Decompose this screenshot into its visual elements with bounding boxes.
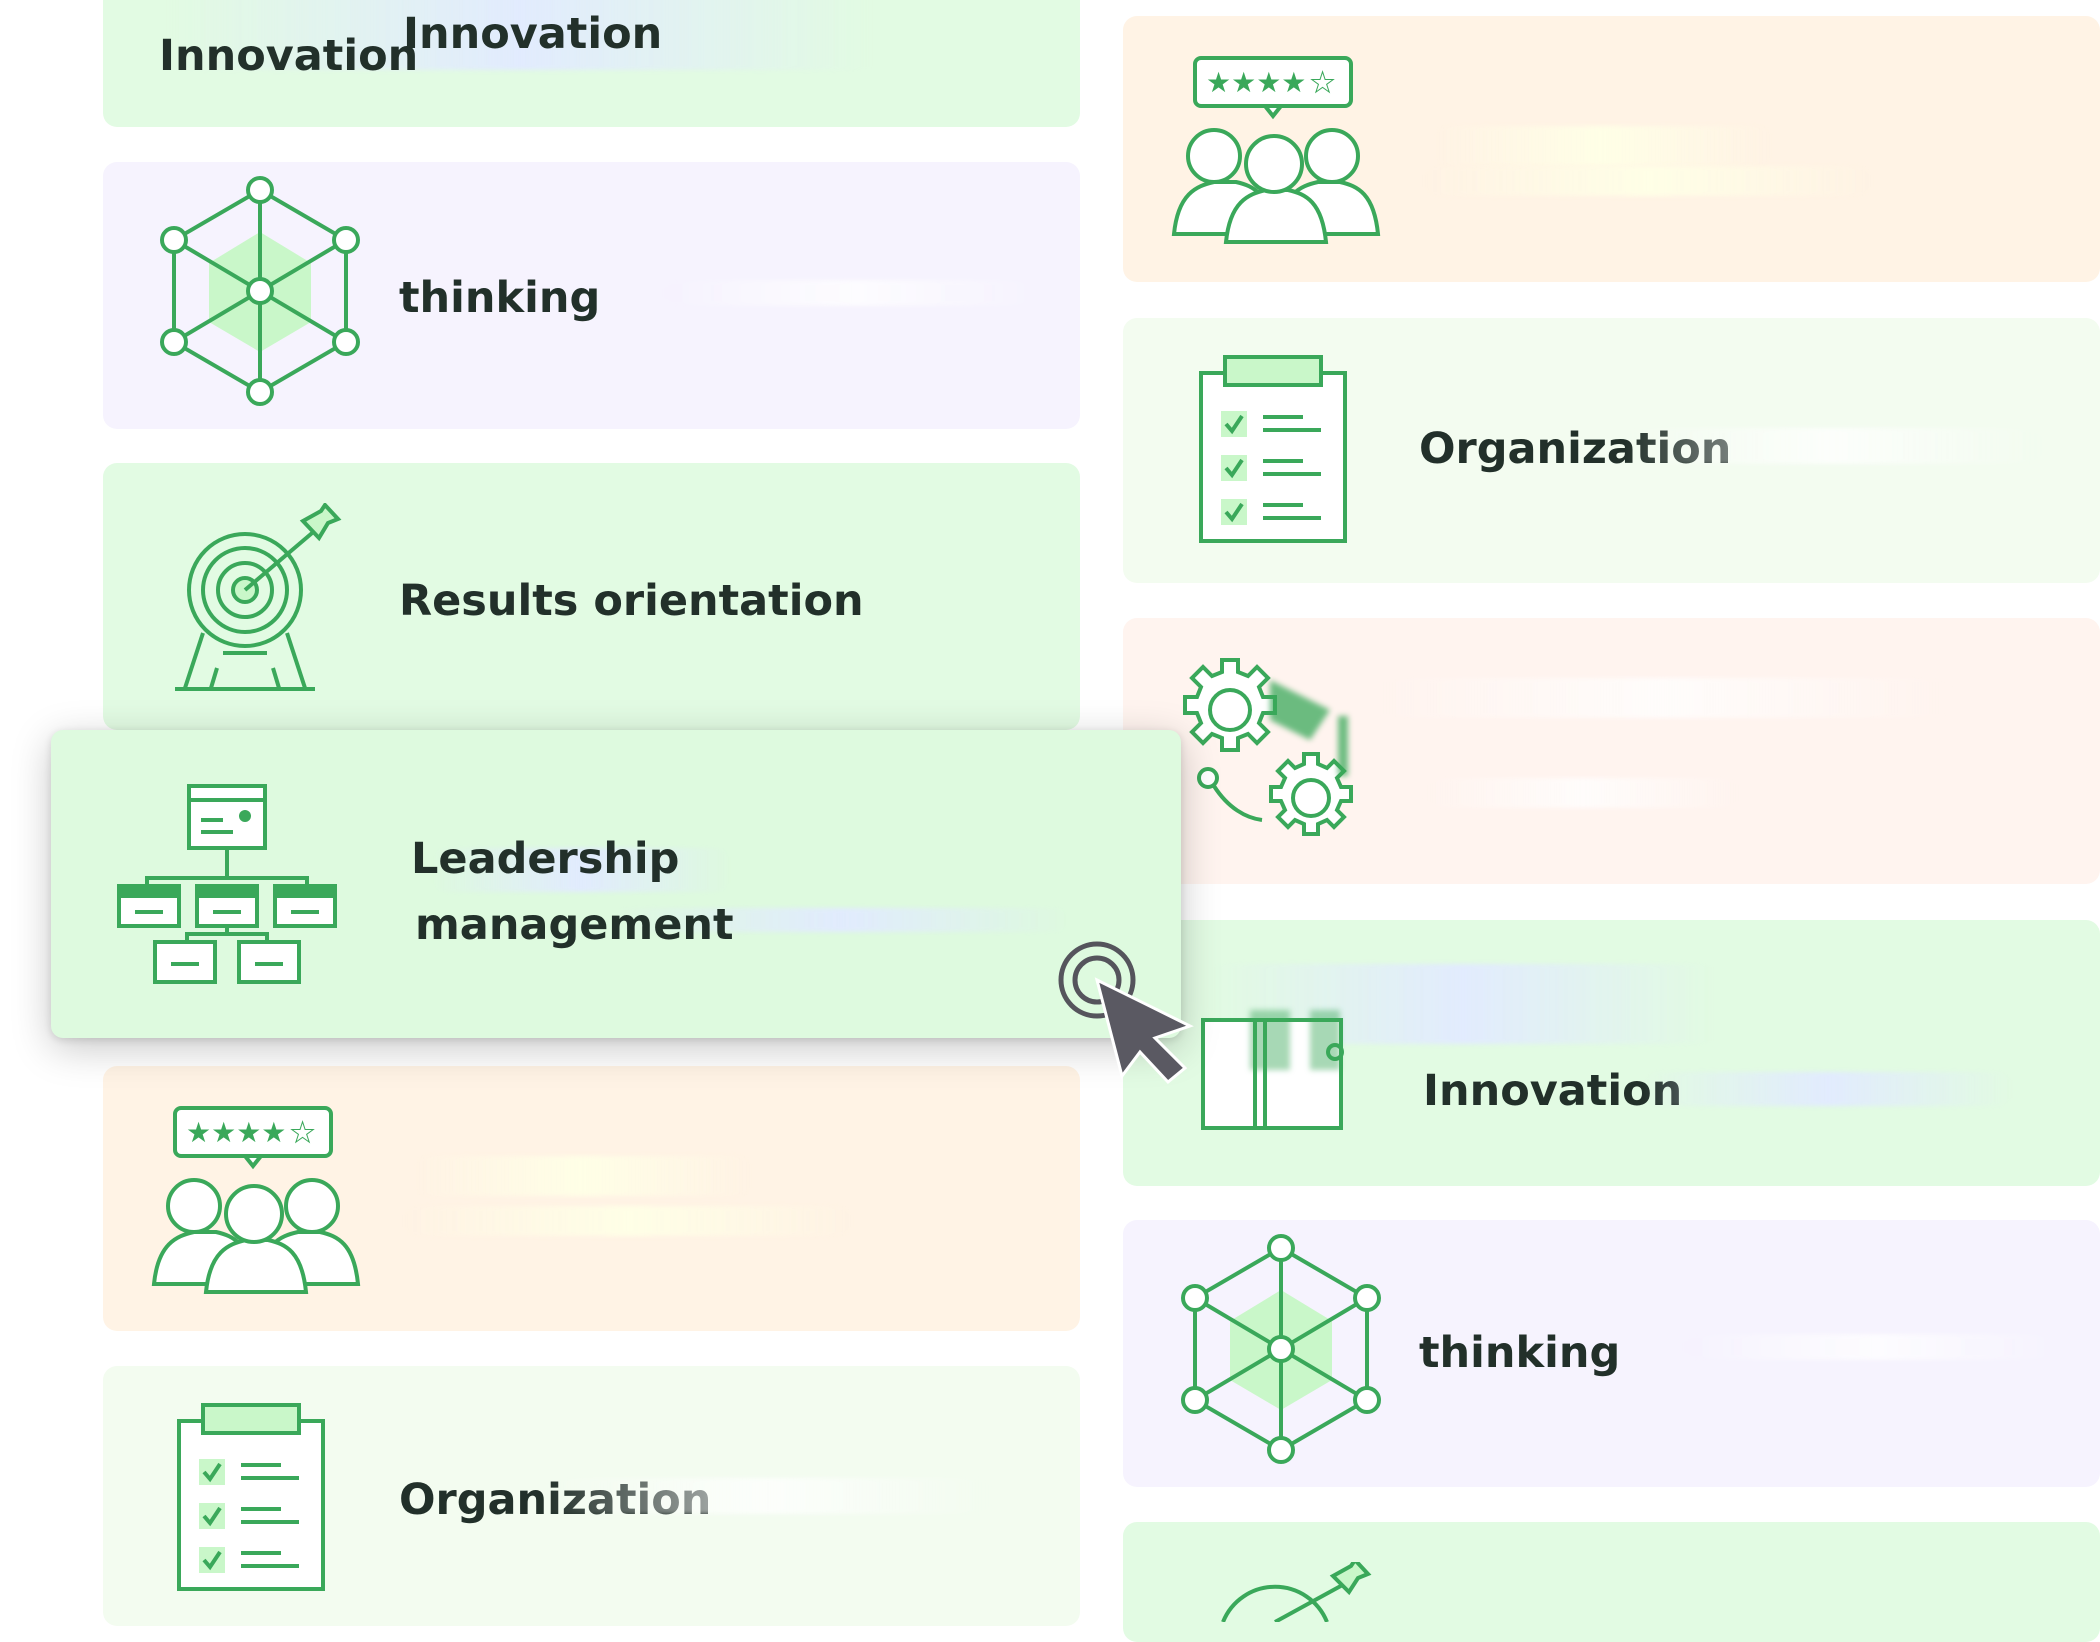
card-organization-left[interactable]: Organization (103, 1366, 1080, 1626)
loading-placeholder (413, 1156, 753, 1196)
card-label-line2: management (415, 900, 734, 950)
card-innovation-left[interactable]: Innovation Innovation (103, 0, 1080, 127)
card-label: thinking (1419, 1328, 1621, 1378)
card-results-orientation-left[interactable]: Results orientation (103, 463, 1080, 730)
org-chart-icon (117, 784, 337, 984)
loading-placeholder (1683, 1334, 2063, 1360)
card-label-line1: Leadership (411, 834, 680, 884)
card-process-right[interactable] (1123, 618, 2100, 884)
book-icon (1201, 1018, 1344, 1130)
loading-placeholder (431, 848, 731, 892)
checklist-clipboard-icon (177, 1403, 325, 1591)
loading-placeholder (167, 0, 872, 70)
card-thinking-right[interactable]: thinking (1123, 1220, 2100, 1487)
card-thinking-left[interactable]: thinking (103, 162, 1080, 429)
card-innovation-right[interactable]: Innovation (1123, 920, 2100, 1186)
team-rating-icon: ★★★★ ★ (1171, 56, 1381, 244)
target-arrow-icon (1221, 1562, 1372, 1622)
card-label-duplicate: Innovation (403, 9, 663, 59)
loading-placeholder (543, 1478, 993, 1514)
mouse-pointer-icon (1058, 941, 1194, 1085)
network-hexagon-icon (1181, 1234, 1381, 1464)
loading-placeholder (1643, 1072, 2013, 1106)
checklist-clipboard-icon (1199, 355, 1347, 543)
target-arrow-icon (175, 503, 342, 691)
svg-text:★: ★ (290, 1116, 315, 1149)
svg-text:★: ★ (1310, 66, 1335, 99)
loading-placeholder (663, 280, 1043, 306)
team-rating-icon: ★★★★ ★ (151, 1106, 361, 1294)
dragged-card-leadership-management[interactable]: Leadership management (51, 730, 1181, 1038)
loading-placeholder (403, 1206, 853, 1236)
network-hexagon-icon (160, 176, 360, 406)
card-results-right[interactable] (1123, 1522, 2100, 1642)
card-label: Results orientation (399, 576, 864, 626)
loading-placeholder (1373, 678, 1953, 718)
card-organization-right[interactable]: Organization (1123, 318, 2100, 583)
gears-icon (1183, 658, 1353, 836)
loading-placeholder (1423, 778, 1743, 808)
loading-placeholder (1623, 428, 2043, 464)
card-team-right[interactable]: ★★★★ ★ (1123, 16, 2100, 282)
card-label: Innovation (1423, 1066, 1683, 1116)
card-team-left[interactable]: ★★★★ ★ (103, 1066, 1080, 1331)
loading-placeholder (611, 908, 1071, 932)
card-label: thinking (399, 273, 601, 323)
loading-placeholder (1433, 126, 1773, 166)
svg-text:★★★★: ★★★★ (1206, 66, 1306, 99)
loading-placeholder (1423, 166, 1873, 196)
drag-motion-blur (1250, 680, 1348, 1070)
card-label: Innovation (159, 31, 419, 81)
svg-text:★★★★: ★★★★ (186, 1116, 286, 1149)
